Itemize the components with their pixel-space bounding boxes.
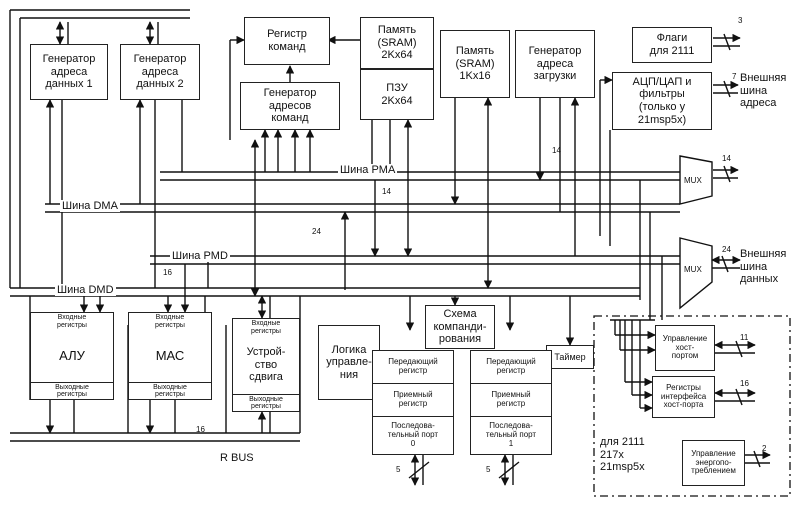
sport1-label: Последова- тельный порт 1 — [485, 421, 537, 448]
shifter-block: Входные регистры Устрой- ство сдвига Вых… — [232, 318, 300, 412]
width-pma: 14 — [552, 146, 561, 155]
boot-address-generator-block: Генератор адреса загрузки — [515, 30, 595, 98]
control-logic-block: Логика управле- ния — [318, 325, 380, 400]
instruction-register-block: Регистр команд — [244, 17, 330, 65]
flags-block: Флаги для 2111 — [632, 27, 712, 63]
bus-rbus-label: R BUS — [220, 452, 254, 464]
bus-dma-lines — [45, 203, 680, 213]
width-rbus: 16 — [196, 425, 205, 434]
width-adc: 7 — [732, 72, 737, 81]
optional-peripherals-boundary — [593, 315, 791, 497]
sport1-rx-register: Приемный регистр — [471, 384, 551, 417]
bus-dmd-label: Шина DMD — [55, 284, 116, 296]
mux-data-shape — [679, 237, 713, 310]
serial-port-0-block: Передающий регистр Приемный регистр Посл… — [372, 350, 454, 455]
adc-dac-block: АЦП/ЦАП и фильтры (только у 21msp5x) — [612, 72, 712, 130]
width-flags: 3 — [738, 16, 743, 25]
mac-input-registers: Входные регистры — [129, 313, 211, 330]
host-interface-registers-block: Регистры интерфейса хост-порта — [652, 376, 715, 418]
width-host-regs: 16 — [740, 379, 749, 388]
sport1-tx-register: Передающий регистр — [471, 351, 551, 384]
width-mux-addr: 14 — [722, 154, 731, 163]
serial-port-1-block: Передающий регистр Приемный регистр Посл… — [470, 350, 552, 455]
width-mux-data: 24 — [722, 245, 731, 254]
alu-label: АЛУ — [59, 347, 85, 363]
mux-address-shape — [679, 155, 713, 205]
bus-pmd-lines — [150, 255, 680, 265]
width-dma: 14 — [382, 187, 391, 196]
bus-pma-label: Шина PMA — [338, 164, 398, 176]
width-dmd: 16 — [163, 268, 172, 277]
data-sram-block: Память (SRAM) 1Kx16 — [440, 30, 510, 98]
mac-label: МАС — [155, 347, 185, 363]
mac-block: Входные регистры МАС Выходные регистры — [128, 312, 212, 400]
alu-block: Входные регистры АЛУ Выходные регистры — [30, 312, 114, 400]
bus-pma-lines — [160, 171, 680, 181]
external-address-bus-label: Внешняя шина адреса — [740, 72, 787, 110]
power-management-block: Управление энергопо- треблением — [682, 440, 745, 486]
alu-input-registers: Входные регистры — [31, 313, 113, 330]
sport0-label: Последова- тельный порт 0 — [387, 421, 439, 448]
timer-block: Таймер — [546, 345, 594, 369]
mux-address-label: MUX — [684, 176, 702, 185]
host-port-control-block: Управление хост- портом — [655, 325, 715, 371]
width-sport1: 5 — [486, 465, 491, 474]
width-sport0: 5 — [396, 465, 401, 474]
mac-output-registers: Выходные регистры — [129, 381, 211, 399]
external-data-bus-label: Внешняя шина данных — [740, 248, 787, 286]
width-pmd: 24 — [312, 227, 321, 236]
bus-rbus-lines — [10, 432, 300, 442]
width-host-ctrl: 11 — [740, 333, 749, 342]
chip-variants-label: для 2111 217x 21msp5x — [600, 436, 645, 474]
sport0-rx-register: Приемный регистр — [373, 384, 453, 417]
program-address-generator-block: Генератор адресов команд — [240, 82, 340, 130]
program-sram-block: Память (SRAM) 2Kx64 — [360, 17, 434, 69]
shifter-input-registers: Входные регистры — [233, 319, 299, 336]
mux-data-label: MUX — [684, 265, 702, 274]
rom-block: ПЗУ 2Kx64 — [360, 69, 434, 120]
dag2-block: Генератор адреса данных 2 — [120, 44, 200, 100]
companding-block: Схема компанди- рования — [425, 305, 495, 349]
alu-output-registers: Выходные регистры — [31, 381, 113, 399]
shifter-label: Устрой- ство сдвига — [246, 346, 286, 384]
bus-dma-label: Шина DMA — [60, 200, 120, 212]
shifter-output-registers: Выходные регистры — [233, 393, 299, 411]
sport0-tx-register: Передающий регистр — [373, 351, 453, 384]
width-power: 2 — [762, 444, 767, 453]
bus-pmd-label: Шина PMD — [170, 250, 230, 262]
dag1-block: Генератор адреса данных 1 — [30, 44, 108, 100]
